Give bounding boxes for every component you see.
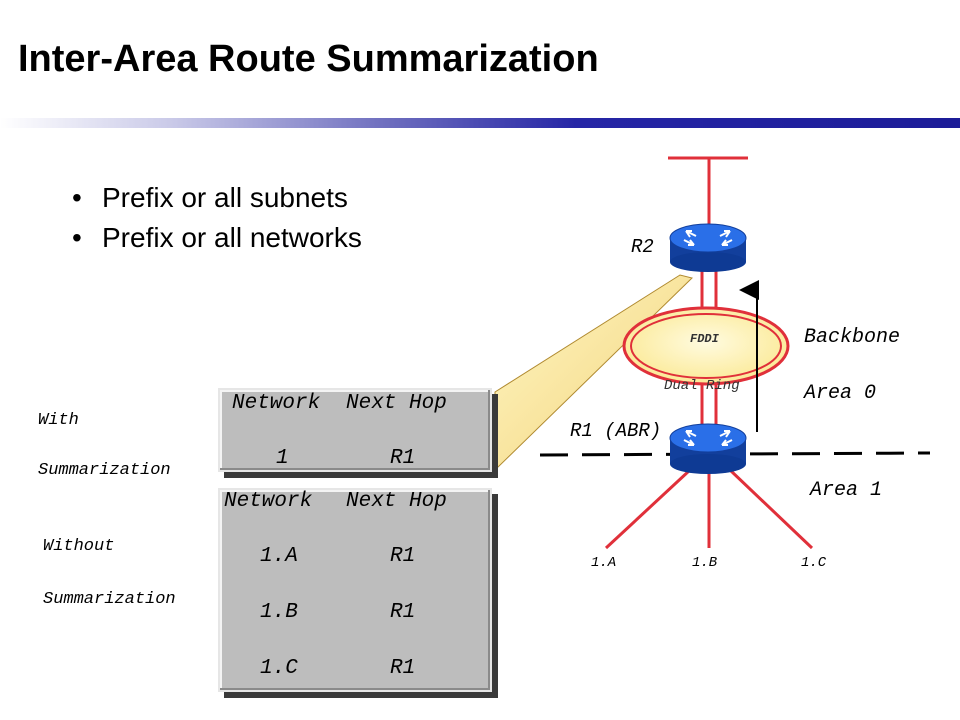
area0-label: Area 0	[804, 382, 877, 405]
dual-ring-label: Dual Ring	[664, 378, 740, 394]
summary-header-network: Network	[232, 392, 321, 415]
link-1a	[604, 468, 692, 550]
full-row-next-hop: R1	[390, 601, 416, 624]
router-r1-icon	[669, 423, 747, 474]
bullet-list: •Prefix or all subnets •Prefix or all ne…	[72, 178, 362, 258]
without-summarization-label: Summarization	[43, 590, 176, 609]
summary-row-next-hop: R1	[390, 447, 416, 470]
subnet-label-1a: 1.A	[591, 555, 617, 571]
full-row-next-hop: R1	[390, 657, 416, 680]
full-row-network: 1.B	[260, 601, 298, 624]
bullet-text: Prefix or all networks	[102, 222, 362, 253]
full-row-network: 1.A	[260, 545, 298, 568]
title-rule	[0, 118, 960, 128]
fddi-ring	[622, 306, 790, 386]
r1-abr-label: R1 (ABR)	[570, 420, 662, 442]
summary-row-network: 1	[276, 447, 289, 470]
bullet-item: •Prefix or all networks	[72, 222, 362, 253]
full-row-network: 1.C	[260, 657, 298, 680]
with-label: With	[38, 411, 79, 430]
with-summarization-label: Summarization	[38, 461, 171, 480]
link-1c	[728, 468, 814, 550]
fddi-ring-inner	[630, 313, 782, 379]
slide-title: Inter-Area Route Summarization	[18, 38, 599, 80]
fddi-label: FDDI	[690, 332, 719, 346]
full-header-network: Network	[224, 490, 313, 513]
full-routing-table: Network Next Hop 1.A R1 1.B R1 1.C R1	[218, 488, 492, 692]
full-header-next-hop: Next Hop	[346, 490, 447, 513]
bullet-item: •Prefix or all subnets	[72, 182, 348, 213]
area1-label: Area 1	[810, 479, 883, 502]
full-row-next-hop: R1	[390, 545, 416, 568]
without-label: Without	[43, 537, 115, 556]
subnet-label-1c: 1.C	[801, 555, 827, 571]
summary-header-next-hop: Next Hop	[346, 392, 447, 415]
subnet-label-1b: 1.B	[692, 555, 718, 571]
router-r2-icon	[669, 223, 747, 272]
summary-routing-table: Network Next Hop 1 R1	[218, 388, 492, 472]
backbone-label: Backbone	[804, 326, 901, 349]
r2-label: R2	[631, 236, 654, 258]
bullet-text: Prefix or all subnets	[102, 182, 348, 213]
